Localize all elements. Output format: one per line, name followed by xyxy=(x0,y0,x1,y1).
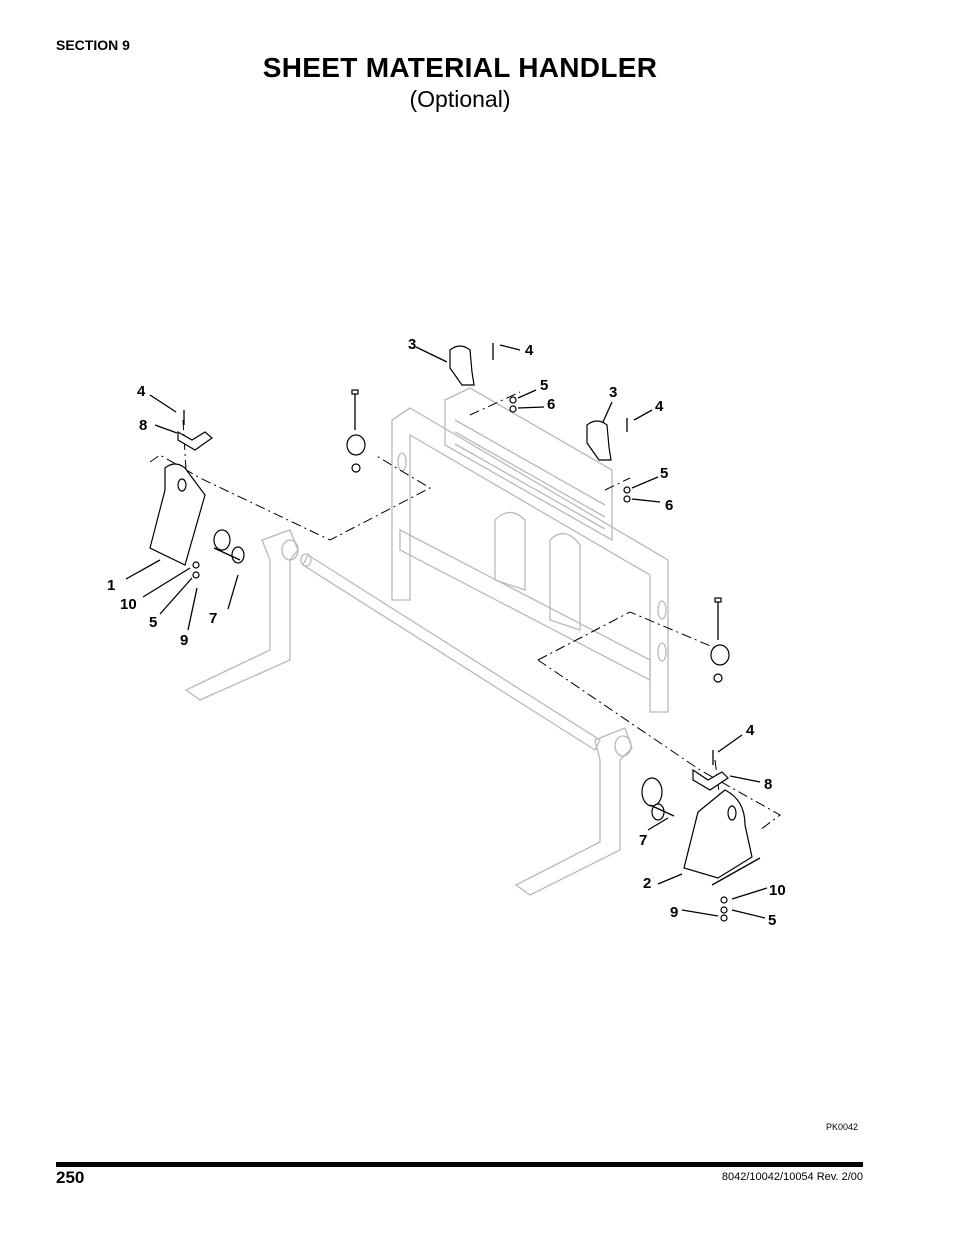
assembly-lines xyxy=(149,391,781,831)
callout-7: 7 xyxy=(639,832,647,849)
callout-8: 8 xyxy=(139,417,147,434)
callout-3: 3 xyxy=(609,384,617,401)
fork-left xyxy=(184,529,299,701)
page-subtitle: (Optional) xyxy=(409,86,511,112)
callout-1: 1 xyxy=(107,577,115,594)
page-title: SHEET MATERIAL HANDLER xyxy=(262,52,658,83)
cross-tube xyxy=(300,553,601,751)
callout-5: 5 xyxy=(540,377,548,394)
callout-10: 10 xyxy=(120,596,137,613)
section-label: SECTION 9 xyxy=(56,37,130,53)
callout-9: 9 xyxy=(180,632,188,649)
fork-right xyxy=(514,727,633,896)
side-brackets xyxy=(149,463,761,886)
load-backrest xyxy=(444,387,613,542)
hardware xyxy=(183,343,730,922)
callout-3: 3 xyxy=(408,336,416,353)
callout-2: 2 xyxy=(643,875,651,892)
drawing-code: PK0042 xyxy=(826,1122,859,1132)
callout-5: 5 xyxy=(660,465,668,482)
callout-leaders xyxy=(125,344,768,919)
callout-4: 4 xyxy=(137,383,146,400)
clamp-plates xyxy=(177,430,729,791)
upper-clips xyxy=(449,345,612,461)
page-number: 250 xyxy=(56,1168,85,1187)
carriage-frame xyxy=(391,407,669,713)
callout-8: 8 xyxy=(764,776,772,793)
callout-5: 5 xyxy=(768,912,776,929)
callout-6: 6 xyxy=(665,497,673,514)
callout-4: 4 xyxy=(655,398,664,415)
callout-4: 4 xyxy=(525,342,534,359)
callout-6: 6 xyxy=(547,396,555,413)
callout-10: 10 xyxy=(769,882,786,899)
callout-5: 5 xyxy=(149,614,157,631)
callout-7: 7 xyxy=(209,610,217,627)
footer-rule xyxy=(56,1162,863,1167)
callout-4: 4 xyxy=(746,722,755,739)
document-revision: 8042/10042/10054 Rev. 2/00 xyxy=(721,1171,863,1183)
callout-labels: 3 4 5 6 3 4 5 6 4 8 1 10 5 9 7 4 8 7 2 1… xyxy=(107,336,786,929)
pins xyxy=(213,529,675,821)
callout-9: 9 xyxy=(670,904,678,921)
